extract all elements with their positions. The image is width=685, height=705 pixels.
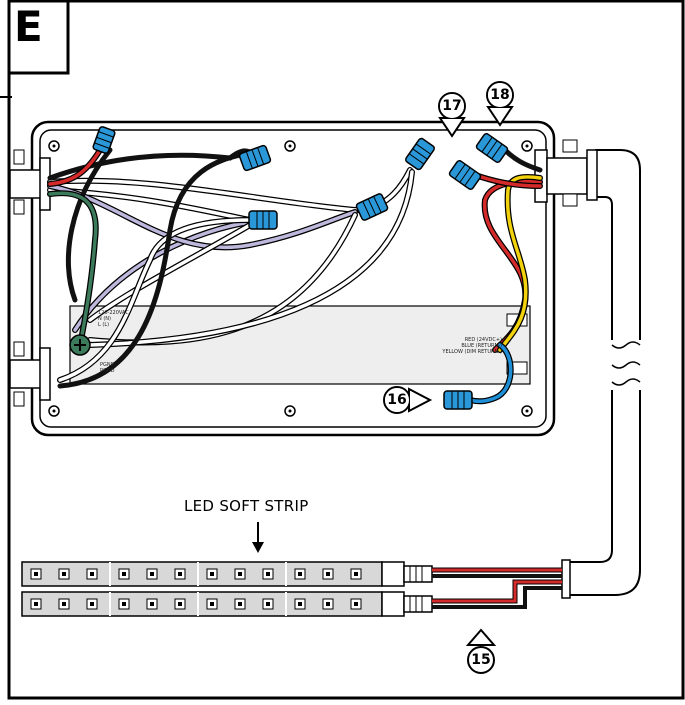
input-terminal-1: 120-220VAC: [98, 310, 129, 316]
callout-18: [486, 81, 514, 127]
output-terminal-red: RED (24VDC+): [464, 337, 502, 343]
step-box: [9, 1, 70, 75]
conduit-pipe: [561, 149, 641, 599]
led-chip-core: [354, 572, 358, 576]
led-chip-core: [90, 572, 94, 576]
step-letter: E: [14, 2, 43, 51]
ground-screw: [69, 334, 91, 356]
led-chip-core: [238, 602, 242, 606]
output-terminal-blue: BLUE (RETURN-): [461, 343, 502, 349]
led-chip-core: [266, 602, 270, 606]
left-fittings: [9, 149, 51, 407]
outer-border: [7, 0, 685, 700]
led-chip-core: [298, 602, 302, 606]
led-strips: [21, 561, 433, 617]
led-chip-core: [34, 572, 38, 576]
junction-box: [30, 120, 556, 437]
callout-16-label: 16: [387, 392, 407, 408]
output-terminal-yellow: YELLOW (DIM RETURN-): [442, 349, 502, 355]
led-chip-core: [122, 602, 126, 606]
led-chip-core: [90, 602, 94, 606]
right-fitting: [534, 139, 598, 207]
callout-18-label: 18: [490, 87, 510, 103]
left-small-labels: PGND PGND: [100, 362, 114, 374]
led-chip-core: [34, 602, 38, 606]
callout-15-label: 15: [471, 652, 491, 668]
left-small-2: PGND: [100, 368, 115, 374]
callout-17-label: 17: [442, 98, 462, 114]
led-chip-core: [62, 572, 66, 576]
led-chip-core: [178, 572, 182, 576]
led-chip-core: [326, 572, 330, 576]
input-terminal-3: L (L): [98, 322, 110, 328]
output-terminal-labels: RED (24VDC+) BLUE (RETURN-) YELLOW (DIM …: [432, 337, 502, 355]
input-terminal-2: N (N): [98, 316, 111, 322]
led-chip-core: [326, 602, 330, 606]
callout-17: [438, 92, 466, 138]
led-chip-core: [266, 572, 270, 576]
wires: [47, 147, 543, 405]
led-chip-core: [150, 572, 154, 576]
led-strip-label: LED SOFT STRIP: [184, 497, 309, 515]
strip-wires: [432, 567, 562, 609]
led-chip-core: [62, 602, 66, 606]
callout-15: [465, 628, 497, 674]
input-terminal-labels: 120-220VAC N (N) L (L): [98, 310, 129, 328]
led-chip-core: [150, 602, 154, 606]
led-chip-core: [122, 572, 126, 576]
left-small-1: PGND: [100, 362, 115, 368]
wire-nuts: [92, 126, 509, 410]
led-chip-core: [354, 602, 358, 606]
led-chip-core: [298, 572, 302, 576]
callout-16: [383, 386, 433, 414]
led-chip-core: [238, 572, 242, 576]
led-chip-core: [210, 572, 214, 576]
strip-arrow: [252, 522, 264, 553]
led-chip-core: [178, 602, 182, 606]
led-chip-core: [210, 602, 214, 606]
